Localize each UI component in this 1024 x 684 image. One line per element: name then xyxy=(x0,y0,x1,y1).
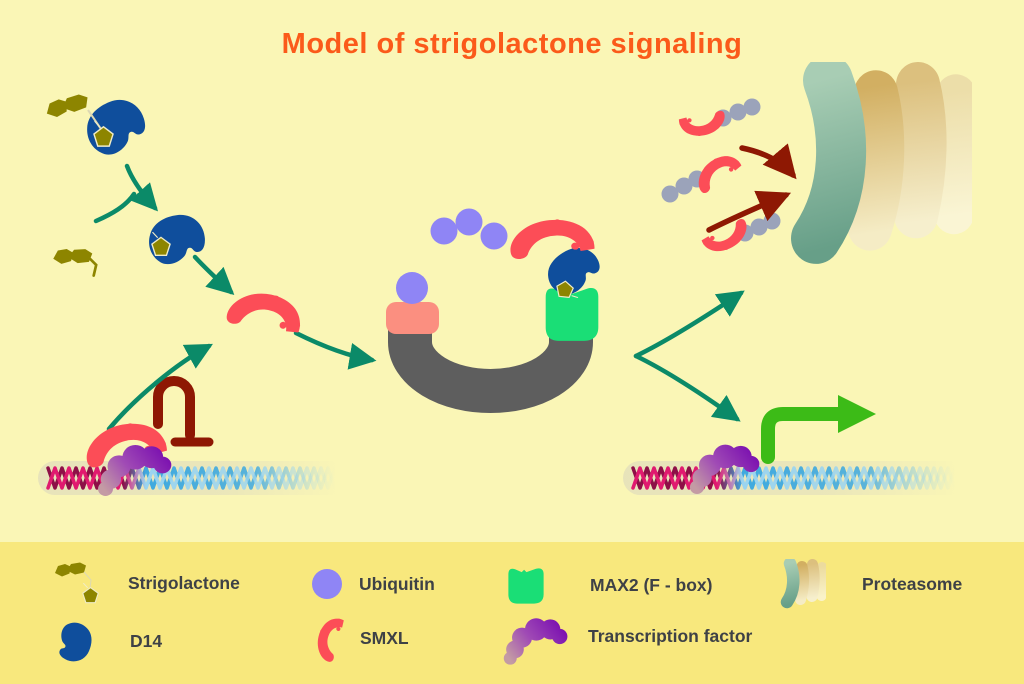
degraded-smxl-fragments xyxy=(661,98,781,254)
arrow-tf-complex-to-smxl xyxy=(106,343,213,432)
adapter-subunit xyxy=(386,302,439,334)
transcription-factor-icon xyxy=(503,618,568,665)
scaffold-arc xyxy=(388,328,593,413)
dna-repressed-gene xyxy=(38,461,348,495)
arrow-scf-to-gene xyxy=(633,353,741,422)
proteasome xyxy=(816,80,961,238)
legend-label-transcription-factor: Transcription factor xyxy=(588,626,753,646)
arrow-scf-to-proteasome xyxy=(633,290,745,359)
legend-item-smxl: SMXL xyxy=(308,612,409,664)
max2-icon xyxy=(508,568,544,604)
strigolactone-head xyxy=(44,93,90,119)
proteasome-icon xyxy=(776,558,826,610)
legend-label-strigolactone: Strigolactone xyxy=(128,572,240,593)
arrow-sl-binds-d14 xyxy=(124,163,159,212)
repression-block-symbol xyxy=(153,376,214,447)
ubiquitin-single xyxy=(396,272,428,304)
arrow-d14-to-smxl xyxy=(192,254,235,296)
ubiquitin-chain xyxy=(430,208,508,250)
legend: Strigolactone Ubiquitin MAX2 (F - box) P… xyxy=(0,542,1024,684)
free-smxl xyxy=(223,278,309,354)
sl-d14-complex xyxy=(44,93,150,158)
arrow-fragments-to-proteasome-1 xyxy=(739,143,797,180)
legend-label-max2: MAX2 (F - box) xyxy=(590,574,713,595)
smxl-fragment xyxy=(661,151,747,203)
smxl-fragment xyxy=(676,98,761,140)
arrow-sl-join xyxy=(93,191,137,224)
d14-protein xyxy=(82,95,150,158)
legend-item-d14: D14 xyxy=(52,620,162,662)
smxl-fragment xyxy=(699,212,781,254)
d14-icon xyxy=(52,620,94,662)
dna-active-gene xyxy=(623,461,968,495)
transcription-start-arrow xyxy=(761,395,876,464)
arrow-smxl-to-scf xyxy=(293,330,377,370)
smxl-icon xyxy=(308,612,356,664)
legend-item-ubiquitin: Ubiquitin xyxy=(311,568,435,600)
free-strigolactone xyxy=(52,246,98,276)
legend-item-max2: MAX2 (F - box) xyxy=(504,565,713,605)
scf-ubiquitination-complex xyxy=(386,208,606,413)
legend-item-transcription-factor: Transcription factor xyxy=(502,608,752,665)
legend-item-strigolactone: Strigolactone xyxy=(46,560,240,606)
strigolactone-icon xyxy=(46,560,112,606)
arrow-fragments-to-proteasome-2 xyxy=(706,190,792,233)
legend-label-ubiquitin: Ubiquitin xyxy=(359,573,435,594)
ubiquitin-icon xyxy=(312,569,342,599)
diagram-title: Model of strigolactone signaling xyxy=(281,28,743,60)
legend-label-smxl: SMXL xyxy=(360,627,409,648)
legend-label-d14: D14 xyxy=(130,630,163,651)
legend-item-proteasome: Proteasome xyxy=(776,558,962,610)
legend-label-proteasome: Proteasome xyxy=(862,573,963,594)
